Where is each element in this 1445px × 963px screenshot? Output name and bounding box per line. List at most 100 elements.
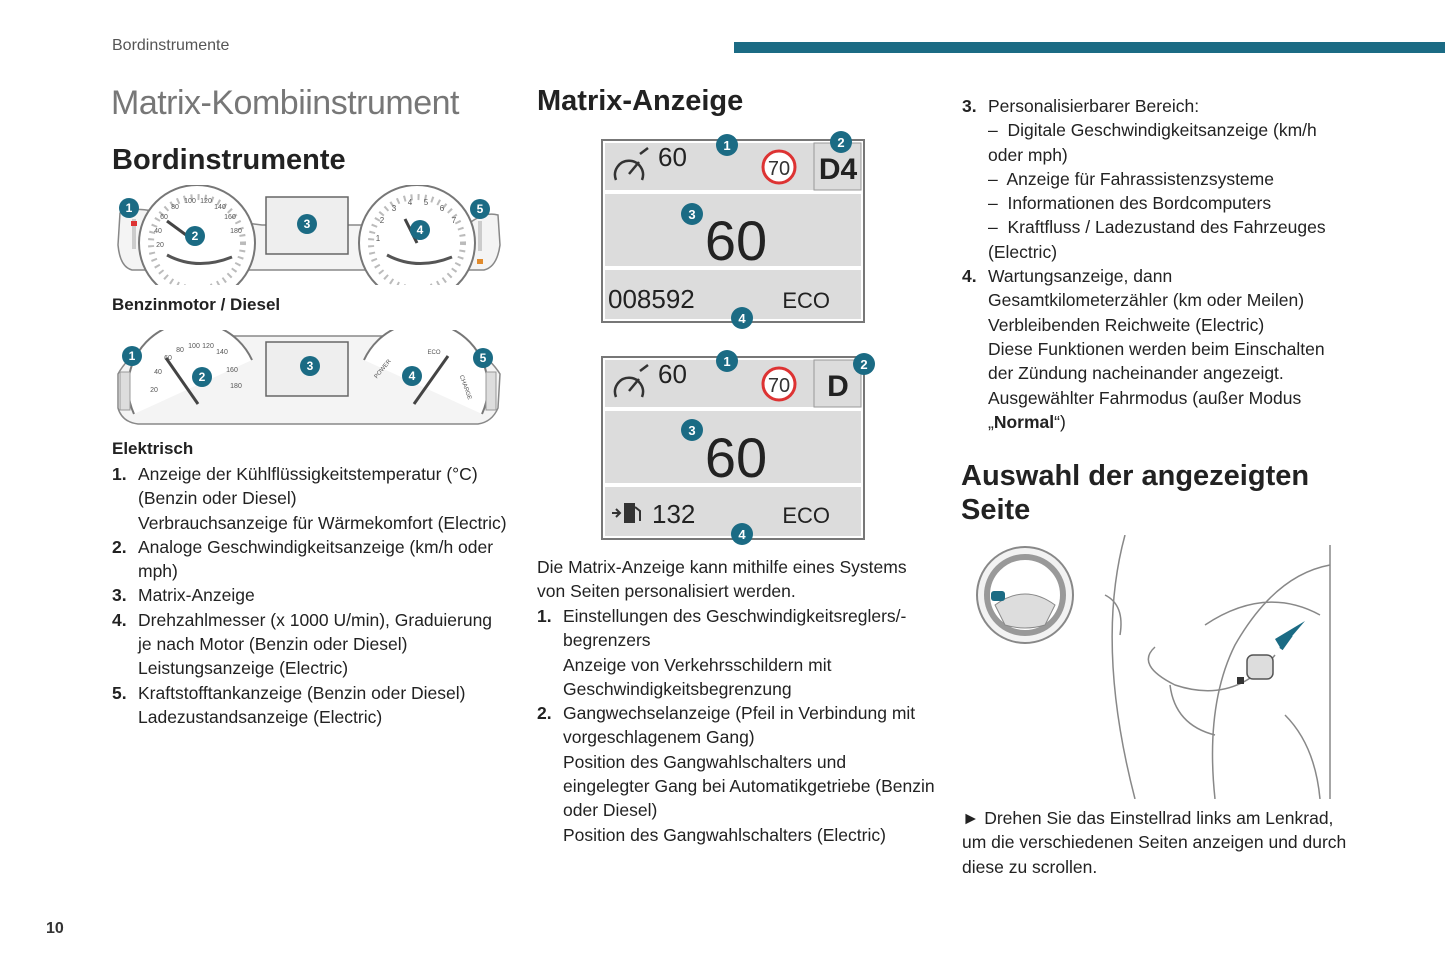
quote-open: „ xyxy=(988,411,994,432)
speedo-tick: 100 xyxy=(188,343,200,350)
steering-wheel-icon xyxy=(976,546,1074,644)
callout-number: 3 xyxy=(688,207,695,222)
matrix-display-2-illustration: 60 70 D 60 132 ECO 1 2 3 4 xyxy=(601,350,875,545)
header-accent-bar xyxy=(734,42,1445,53)
speedo-tick: 20 xyxy=(150,387,158,394)
speedometer-icon xyxy=(613,364,649,398)
speedo-tick: 160 xyxy=(224,214,236,221)
callout-number: 1 xyxy=(723,138,730,153)
list-item: 2. Analoge Geschwindigkeitsanzeige (km/h… xyxy=(112,535,507,584)
callout-number: 4 xyxy=(409,369,416,383)
odometer-value: 008592 xyxy=(608,284,695,314)
tacho-tick: 2 xyxy=(380,216,385,225)
dash-item: – Anzeige für Fahrassistenzsysteme xyxy=(988,168,1274,189)
speedo-tick: 40 xyxy=(154,228,162,235)
range-value: 132 xyxy=(652,499,695,529)
callout-number: 4 xyxy=(738,311,746,326)
dash-text: Informationen des Bordcomputers xyxy=(1007,193,1272,214)
list-item: 4. Wartungsanzeige, dann Gesamtkilometer… xyxy=(962,264,1354,434)
speed-sign-value: 70 xyxy=(768,158,790,180)
list-number: 2. xyxy=(112,536,127,557)
list-line: Wartungsanzeige, dann Gesamtkilometerzäh… xyxy=(988,266,1305,311)
list-number: 5. xyxy=(112,682,127,703)
callout-number: 3 xyxy=(307,359,314,373)
tacho-tick: 4 xyxy=(408,198,413,207)
list-line: Einstellungen des Geschwindigkeitsregler… xyxy=(563,606,907,651)
list-line: Matrix-Anzeige xyxy=(138,585,255,606)
instruction-text: ► Drehen Sie das Einstellrad links am Le… xyxy=(962,806,1357,879)
dash-text: Kraftfluss / Ladezustand des Fahrzeuges … xyxy=(988,217,1326,262)
speed-limit-sign-icon xyxy=(761,149,797,185)
list-line: Anzeige der Kühlflüssigkeitstemperatur (… xyxy=(138,464,478,509)
list-line: Position des Gangwahlschalters und einge… xyxy=(563,751,935,821)
list-item: 1. Einstellungen des Geschwindigkeitsreg… xyxy=(537,604,937,701)
tacho-tick: 1 xyxy=(376,234,381,243)
tacho-tick: 5 xyxy=(424,198,429,207)
list-line: Gangwechselanzeige (Pfeil in Verbindung … xyxy=(563,703,916,748)
range-pump-icon xyxy=(612,503,641,523)
callout-number: 3 xyxy=(688,423,695,438)
matrix-intro-text: Die Matrix-Anzeige kann mithilfe eines S… xyxy=(537,557,907,602)
set-speed: 60 xyxy=(658,359,687,389)
callout-number: 1 xyxy=(129,349,136,363)
instrument-cluster-electric-illustration: 20 40 60 80 100 120 140 160 180 POWER EC… xyxy=(117,330,501,425)
list-number: 4. xyxy=(962,266,977,287)
left-numbered-list: 1. Anzeige der Kühlflüssigkeitstemperatu… xyxy=(112,462,507,729)
list-item: 1. Anzeige der Kühlflüssigkeitstemperatu… xyxy=(112,462,507,535)
list-item: 4. Drehzahlmesser (x 1000 U/min), Gradui… xyxy=(112,608,507,681)
matrix-display-1-illustration: 60 70 D4 60 008592 ECO 1 2 3 4 xyxy=(601,131,865,329)
speedo-tick: 20 xyxy=(156,242,164,249)
tacho-tick: 3 xyxy=(392,204,397,213)
callout-number: 2 xyxy=(192,229,199,243)
list-line: Verbrauchsanzeige für Wärmekomfort (Elec… xyxy=(138,512,507,533)
right-numbered-list: 3. Personalisierbarer Bereich: – Digital… xyxy=(962,94,1354,434)
list-number: 3. xyxy=(962,96,977,116)
callout-number: 4 xyxy=(738,527,746,542)
header-section-label: Bordinstrumente xyxy=(112,37,230,54)
speed-limit-sign-icon xyxy=(761,366,797,402)
list-item: 5. Kraftstofftankanzeige (Benzin oder Di… xyxy=(112,681,507,730)
dash-item: – Digitale Geschwindigkeitsanzeige (km/h… xyxy=(988,120,1317,165)
list-number: 1. xyxy=(112,464,127,484)
callout-number: 4 xyxy=(417,223,424,237)
tacho-tick: 6 xyxy=(440,204,445,213)
page-number: 10 xyxy=(46,920,64,937)
drive-mode: ECO xyxy=(782,288,830,313)
list-line: Leistungsanzeige (Electric) xyxy=(138,658,349,679)
page-title: Matrix-Kombiinstrument xyxy=(111,84,459,122)
digital-speed: 60 xyxy=(705,209,767,272)
speed-sign-value: 70 xyxy=(768,375,790,397)
callout-number: 1 xyxy=(723,354,730,369)
list-item: 3. Personalisierbarer Bereich: – Digital… xyxy=(962,94,1354,264)
instrument-cluster-fuel-illustration: 20 40 60 80 100 120 140 160 180 1 2 3 4 … xyxy=(117,185,501,285)
middle-numbered-list: 1. Einstellungen des Geschwindigkeitsreg… xyxy=(537,604,937,847)
speedo-tick: 60 xyxy=(160,214,168,221)
tacho-tick: 7 xyxy=(452,216,457,225)
speedo-tick: 120 xyxy=(200,198,212,205)
callout-number: 2 xyxy=(860,357,867,372)
callout-number: 1 xyxy=(126,201,133,215)
list-line: Kraftstofftankanzeige (Benzin oder Diese… xyxy=(138,682,466,703)
speedo-tick: 140 xyxy=(214,204,226,211)
set-speed: 60 xyxy=(658,142,687,172)
caption-electric: Elektrisch xyxy=(112,439,194,458)
list-line: Diese Funktionen werden beim Einschalten… xyxy=(988,338,1325,384)
speedo-tick: 140 xyxy=(216,349,228,356)
list-number: 4. xyxy=(112,609,127,630)
speedo-tick: 120 xyxy=(202,343,214,350)
list-line: Ausgewählter Fahrmodus (außer Modus xyxy=(988,387,1302,408)
list-number: 3. xyxy=(112,585,127,606)
callout-number: 5 xyxy=(477,202,484,216)
speedo-tick: 80 xyxy=(176,347,184,354)
mode-name: Normal xyxy=(993,411,1055,432)
list-number: 1. xyxy=(537,606,552,626)
speedometer-icon xyxy=(613,147,649,181)
list-line: Verbleibenden Reichweite (Electric) xyxy=(988,314,1265,335)
callout-number: 2 xyxy=(199,370,206,384)
speedo-tick: 180 xyxy=(230,383,242,390)
drive-mode: ECO xyxy=(782,503,830,528)
dash-item: – Kraftfluss / Ladezustand des Fahrzeuge… xyxy=(988,217,1326,262)
list-line: Personalisierbarer Bereich: xyxy=(988,96,1200,116)
list-line: Ladezustandsanzeige (Electric) xyxy=(138,706,383,727)
speedo-tick: 40 xyxy=(154,369,162,376)
